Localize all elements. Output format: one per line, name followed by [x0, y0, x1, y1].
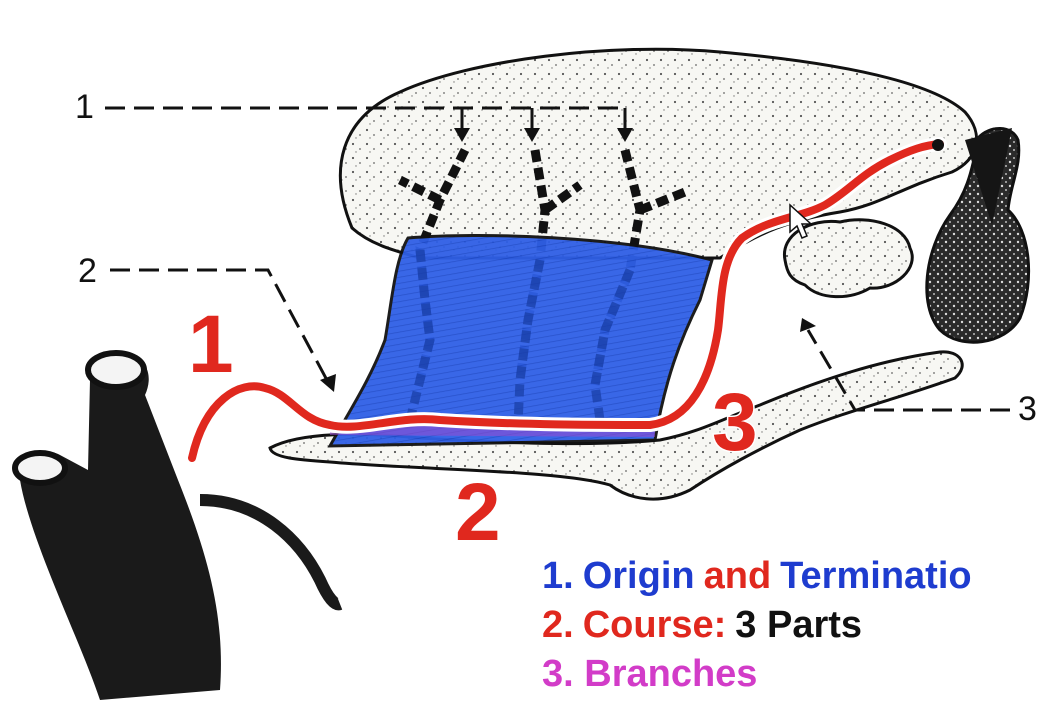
legend-item-2: 2.Course:3 Parts — [542, 601, 981, 650]
legend-item-2-number: 2. — [542, 604, 574, 646]
legend-item-1-origin: Origin — [583, 555, 695, 597]
part-number-2: 2 — [455, 467, 501, 558]
legend-item-3: 3. Branches — [542, 650, 981, 699]
legend-item-2-parts: 3 Parts — [735, 604, 862, 646]
legend-item-1-termination: Terminatio — [780, 555, 971, 597]
artery-end — [932, 139, 944, 151]
legend-item-1-number: 1. — [542, 555, 574, 597]
legend-item-2-course: Course: — [583, 604, 727, 646]
legend-item-1-and: and — [704, 555, 772, 597]
part-number-3: 3 — [712, 377, 758, 468]
part-number-1: 1 — [188, 299, 234, 390]
pointer-label-2: 2 — [78, 252, 97, 290]
pointer-label-3: 3 — [1018, 390, 1037, 428]
pointer-label-1: 1 — [75, 88, 94, 126]
